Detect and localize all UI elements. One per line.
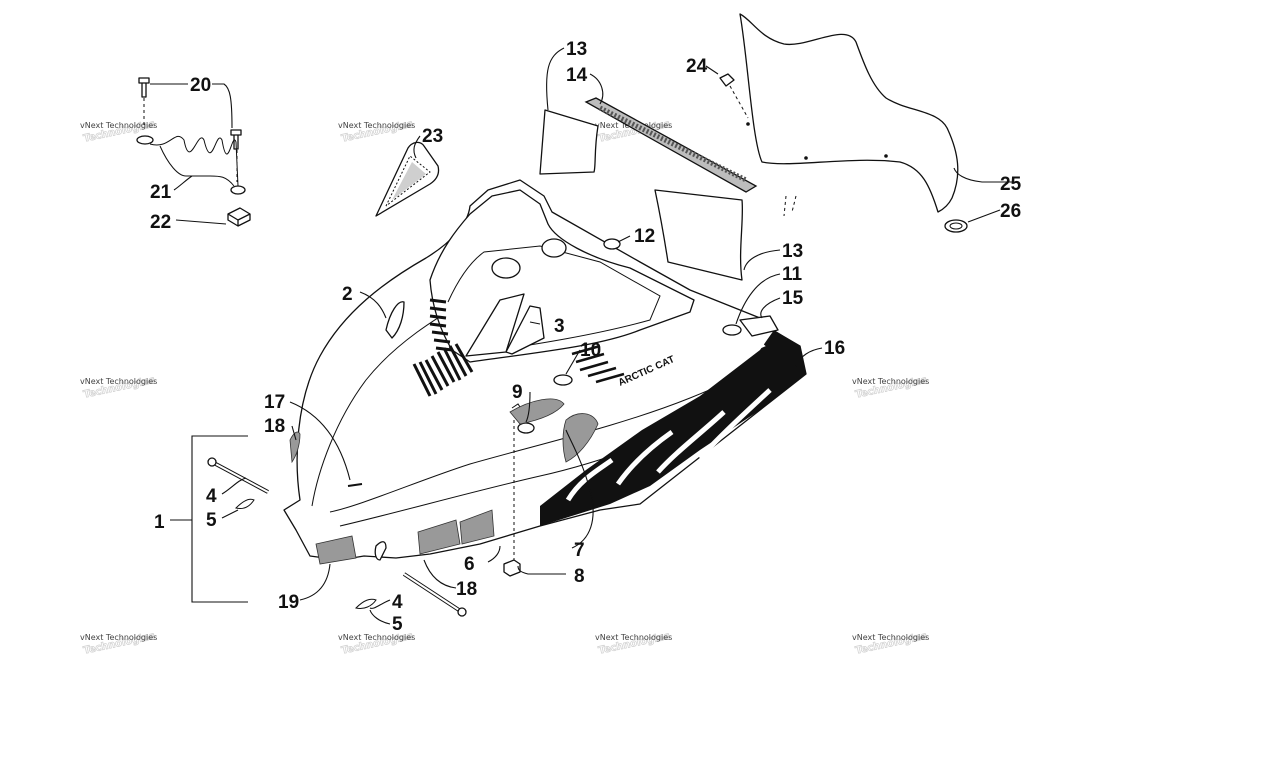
svg-text:vNext Technologies: vNext Technologies [852,633,929,642]
svg-text:vNext Technologies: vNext Technologies [595,633,672,642]
reflector-23[interactable] [375,141,440,217]
watermark: Technologies vNext Technologies [338,630,415,657]
assembly-bracket [191,435,248,603]
callout-24: 24 [686,56,708,77]
callout-6: 6 [464,554,475,575]
nut-24[interactable] [719,73,749,119]
callout-14: 14 [566,65,588,86]
svg-text:vNext Technologies: vNext Technologies [80,377,157,386]
screw-part [138,77,150,98]
callout-5a: 5 [206,510,217,531]
callout-10: 10 [580,340,601,361]
watermark: Technologies vNext Technologies [338,118,415,145]
windshield-25[interactable] [739,13,959,217]
callout-7: 7 [574,540,585,561]
louvre-vent [412,298,625,397]
hinge-pin-upper[interactable] [207,457,269,509]
callout-18b: 18 [456,579,477,600]
callout-26: 26 [1000,201,1021,222]
vent-14[interactable] [584,97,758,193]
callout-20: 20 [190,75,211,96]
callout-13a: 13 [566,39,587,60]
windshield-panel-13b[interactable] [654,189,744,281]
leader-lines [150,47,1018,625]
svg-text:vNext Technologies: vNext Technologies [852,377,929,386]
callout-11: 11 [782,264,803,285]
callout-16: 16 [824,338,845,359]
watermark: Technologies vNext Technologies [595,630,672,657]
callout-21: 21 [150,182,172,203]
svg-text:vNext Technologies: vNext Technologies [338,121,415,130]
callout-25: 25 [1000,174,1022,195]
callout-22: 22 [150,212,171,233]
callout-18a: 18 [264,416,285,437]
callout-3: 3 [554,316,565,337]
grommet-26[interactable] [944,219,968,233]
svg-text:vNext Technologies: vNext Technologies [80,121,157,130]
watermark: Technologies vNext Technologies [80,630,157,657]
callout-17: 17 [264,392,285,413]
tether-assembly[interactable] [136,77,251,227]
callout-9: 9 [512,382,523,403]
side-decal-16 [540,330,806,526]
callout-12: 12 [634,226,655,247]
svg-text:vNext Technologies: vNext Technologies [80,633,157,642]
callout-2: 2 [342,284,353,305]
callout-labels: 1 2 3 4 4 5 5 6 7 8 9 10 11 12 13 13 14 … [150,39,1022,635]
callout-15: 15 [782,288,804,309]
callout-1: 1 [154,512,165,533]
callout-23: 23 [422,126,443,147]
watermark: Technologies vNext Technologies [852,374,929,401]
callout-5b: 5 [392,614,403,635]
callout-8: 8 [574,566,585,587]
watermark: Technologies vNext Technologies [852,630,929,657]
callout-13b: 13 [782,241,803,262]
windshield-panel-13[interactable] [539,109,599,175]
hood-2[interactable]: ARCTIC CAT HCR [283,179,807,577]
callout-4b: 4 [392,592,403,613]
callout-4a: 4 [206,486,217,507]
callout-19: 19 [278,592,299,613]
svg-text:vNext Technologies: vNext Technologies [338,633,415,642]
watermark: Technologies vNext Technologies [80,374,157,401]
hinge-pin-lower[interactable] [355,572,467,617]
